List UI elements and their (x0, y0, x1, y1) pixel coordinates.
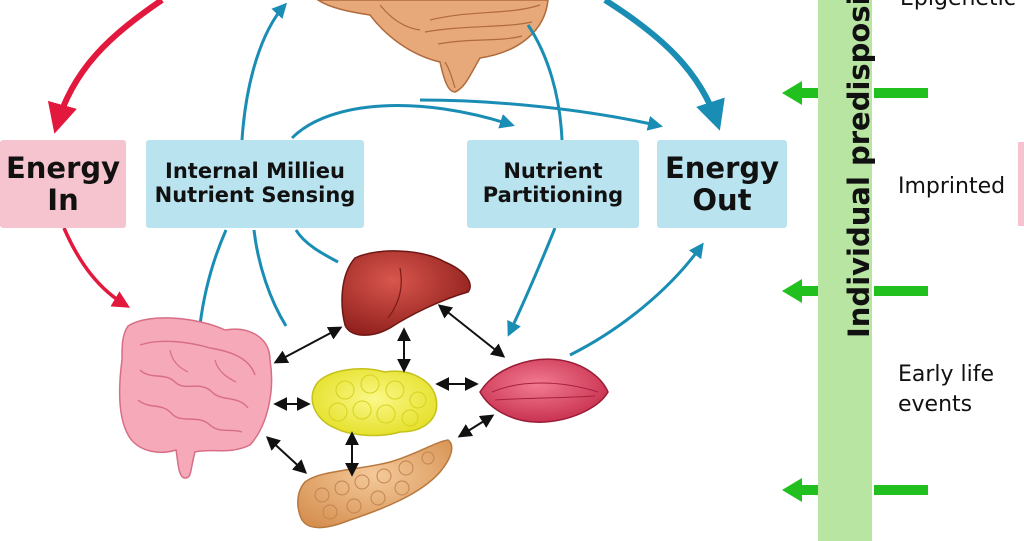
epigenetic-label: Epigenetic (900, 0, 1016, 14)
nutrient-partitioning-box: Nutrient Partitioning (467, 140, 639, 228)
intestine-icon (118, 317, 273, 479)
imprinted-label: Imprinted (898, 174, 1006, 199)
muscle-icon (479, 358, 609, 423)
predisposition-label: Individual predispositio (842, 0, 876, 338)
pancreas-icon (297, 439, 453, 529)
energy-out-box: Energy Out (657, 140, 787, 228)
pink-edge-marker (1018, 142, 1024, 226)
brain-icon (316, 0, 549, 93)
energy-out-top-arrow (603, 0, 725, 131)
energy-in-arrow (47, 0, 164, 134)
fat-tissue-icon (311, 368, 438, 437)
predisposition-bar (818, 0, 872, 541)
early-life-events-label: Early life events (898, 362, 995, 417)
energy-in-box: Energy In (0, 140, 126, 228)
organ-crosstalk-arrows (265, 304, 506, 477)
liver-icon (341, 250, 471, 336)
internal-millieu-box: Internal Millieu Nutrient Sensing (146, 140, 364, 228)
blue-signal-arrows (198, 2, 704, 357)
green-influence-arrows (782, 81, 928, 502)
energy-in-to-intestine-arrow (62, 227, 131, 308)
